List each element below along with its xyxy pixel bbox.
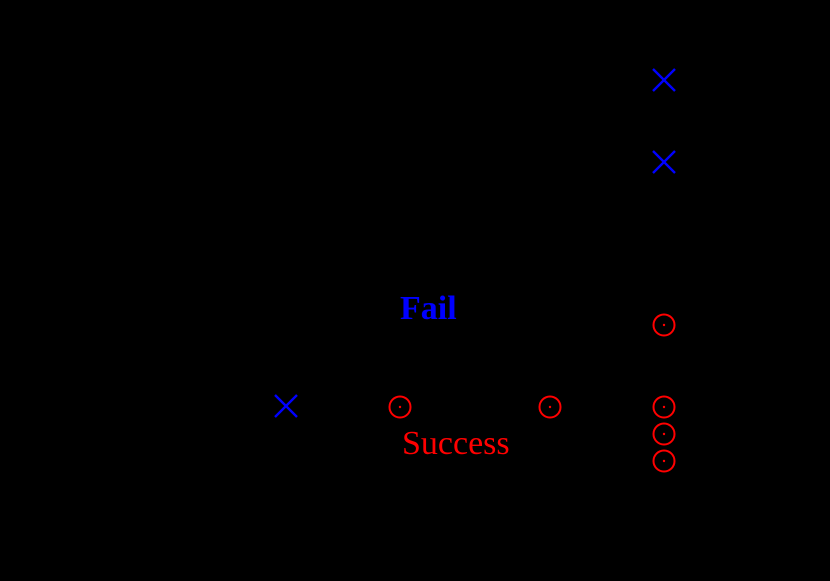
success-annotation: Success (402, 425, 510, 462)
circle-dot-marker-icon (388, 395, 412, 419)
circle-dot-marker-icon (652, 449, 676, 473)
fail-annotation: Fail (400, 290, 457, 327)
series-success (388, 313, 676, 473)
series-fail (274, 68, 676, 418)
circle-dot-marker-icon (652, 395, 676, 419)
circle-dot-marker-icon (652, 422, 676, 446)
x-marker-icon (652, 68, 676, 92)
circle-dot-marker-icon (538, 395, 562, 419)
x-marker-icon (652, 150, 676, 174)
x-marker-icon (274, 394, 298, 418)
circle-dot-marker-icon (652, 313, 676, 337)
